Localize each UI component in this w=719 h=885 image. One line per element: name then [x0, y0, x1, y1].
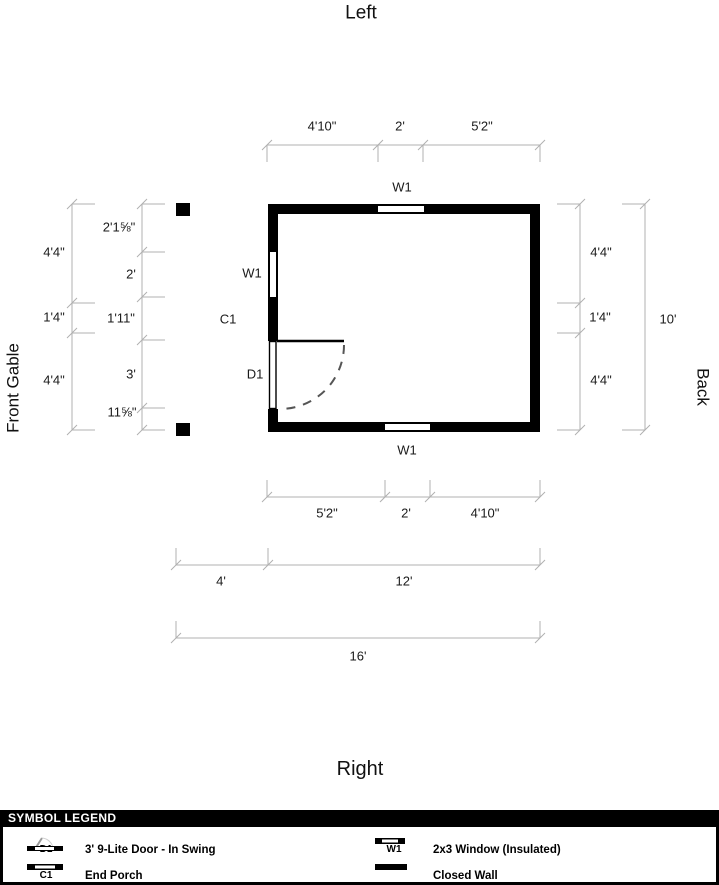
dim-left-inner-5: 11⅝" [107, 404, 137, 420]
dim-top-1: 4'10" [307, 118, 337, 134]
top-window [378, 206, 424, 212]
door-swing-arc [279, 344, 345, 410]
door-in-swing-icon: D1 [27, 837, 65, 855]
porch-post-top [176, 203, 190, 216]
door-panel [268, 340, 277, 410]
dim-line-bottom-wall [261, 480, 546, 503]
dim-line-top [261, 139, 546, 162]
bottom-window [385, 424, 430, 430]
legend-label: 2x3 Window (Insulated) [433, 844, 561, 856]
dim-line-right-outer [622, 198, 651, 436]
dim-left-inner-2: 2' [126, 266, 136, 282]
legend-label: Closed Wall [433, 870, 498, 882]
legend-item-door: D1 3' 9-Lite Door - In Swing [27, 837, 216, 863]
dim-bottom-wall-1: 5'2" [316, 505, 338, 521]
dim-line-left-outer [66, 198, 95, 436]
dim-right-total: 10' [659, 311, 677, 327]
dim-bottom-wall-2: 2' [401, 505, 411, 521]
dim-line-bottom-sections [170, 548, 546, 571]
legend-header: SYMBOL LEGEND [0, 810, 719, 827]
label-left-window: W1 [242, 265, 262, 281]
open-wall-icon: C1 [27, 864, 65, 881]
dim-line-right-inner [557, 198, 586, 436]
legend-label: End Porch [85, 870, 143, 882]
dim-left-inner-4: 3' [126, 366, 136, 382]
dim-top-3: 5'2" [471, 118, 493, 134]
dim-left-inner-3: 1'11" [107, 310, 135, 326]
legend-item-window: W1 2x3 Window (Insulated) [375, 837, 561, 863]
side-title-top: Left [345, 2, 377, 24]
dim-line-bottom-total [170, 621, 546, 644]
legend-item-porch: C1 End Porch [27, 863, 143, 885]
dim-right-inner-2: 1'4" [589, 309, 611, 325]
label-porch: C1 [219, 311, 237, 327]
dim-top-2: 2' [395, 118, 405, 134]
dim-bottom-total: 16' [349, 648, 367, 664]
dim-line-left-inner [136, 198, 165, 436]
dim-right-inner-1: 4'4" [590, 244, 612, 260]
legend-label: 3' 9-Lite Door - In Swing [85, 844, 216, 856]
dim-left-outer-1: 4'4" [43, 244, 65, 260]
label-door: D1 [246, 366, 264, 382]
side-title-bottom: Right [336, 758, 384, 780]
dim-left-outer-2: 1'4" [43, 309, 65, 325]
dim-right-inner-3: 4'4" [590, 372, 612, 388]
dim-bottom-section-2: 12' [395, 573, 413, 589]
porch-post-bottom [176, 423, 190, 436]
dim-left-inner-1: 2'1⅝" [102, 219, 136, 235]
dim-bottom-wall-3: 4'10" [470, 505, 500, 521]
floor-plan-drawing [66, 139, 651, 644]
dim-left-outer-3: 4'4" [43, 372, 65, 388]
legend-code: W1 [386, 844, 402, 855]
legend-item-closed-wall: Closed Wall [375, 863, 498, 885]
label-bottom-window: W1 [397, 442, 417, 458]
interior-floor [278, 214, 530, 422]
left-window [270, 252, 276, 297]
side-title-right: Back [693, 368, 713, 406]
dim-bottom-section-1: 4' [216, 573, 226, 589]
dimension-lines [66, 139, 651, 644]
legend-body: D1 3' 9-Lite Door - In Swing C1 [0, 827, 719, 885]
window-icon: W1 [375, 838, 413, 855]
label-top-window: W1 [392, 179, 412, 195]
legend-code: C1 [39, 870, 53, 881]
building [176, 203, 540, 436]
side-title-left: Front Gable [3, 343, 23, 433]
symbol-legend: SYMBOL LEGEND D1 3' 9-Lite Door - In Swi… [0, 810, 719, 885]
